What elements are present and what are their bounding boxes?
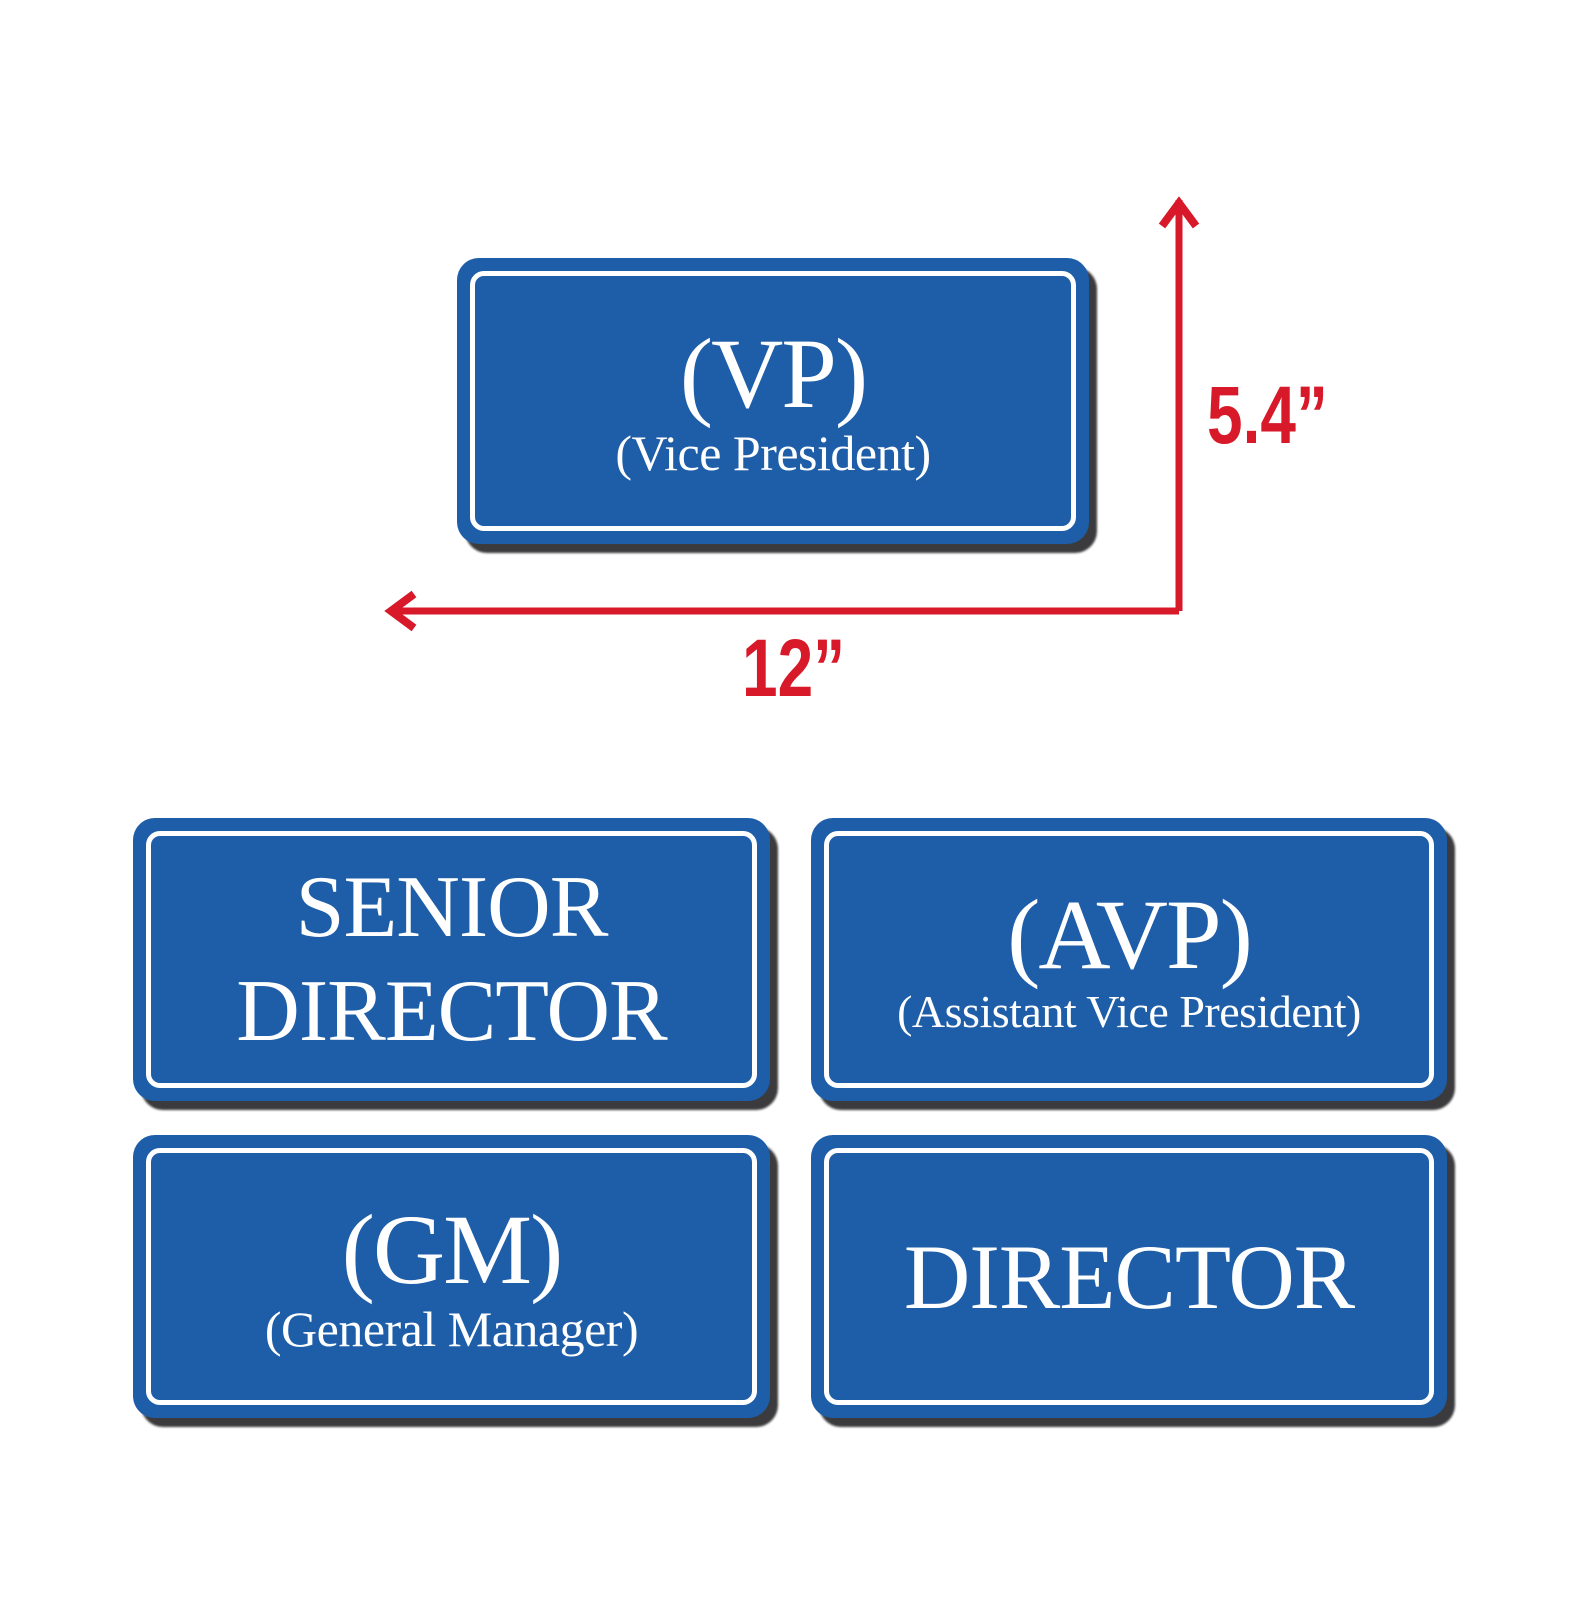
sign-title: (GM) <box>341 1193 564 1305</box>
height-arrowhead <box>1158 196 1200 229</box>
sign-senior-director: SENIOR DIRECTOR <box>133 818 770 1101</box>
sign-subtitle: (General Manager) <box>264 1300 639 1357</box>
sign-subtitle: (Vice President) <box>615 425 931 481</box>
sign-line-1: SENIOR <box>295 858 609 956</box>
height-dimension-label: 5.4” <box>1207 370 1328 461</box>
sign-title: (VP) <box>679 318 868 429</box>
sign-avp: (AVP) (Assistant Vice President) <box>811 818 1447 1101</box>
sign-director: DIRECTOR <box>811 1135 1447 1418</box>
width-arrowhead <box>384 590 417 632</box>
sign-subtitle: (Assistant Vice President) <box>897 985 1361 1037</box>
sign-vp: (VP) (Vice President) <box>457 258 1089 544</box>
sign-gm: (GM) (General Manager) <box>133 1135 770 1418</box>
width-dimension-label: 12” <box>742 623 846 714</box>
sign-title: (AVP) <box>1007 878 1253 990</box>
sign-title: DIRECTOR <box>903 1225 1355 1328</box>
sign-line-2: DIRECTOR <box>236 962 667 1060</box>
